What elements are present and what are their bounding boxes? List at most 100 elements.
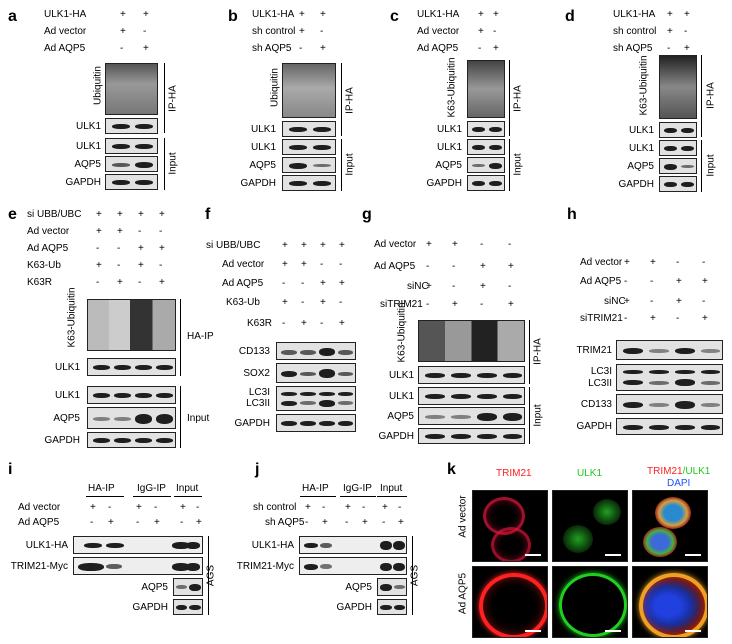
row-label: Ad vector <box>580 257 623 268</box>
sign: - <box>480 239 484 250</box>
row-label: Ad vector <box>27 226 70 237</box>
ip-label: HA-IP <box>187 331 214 342</box>
row-label: Ad vector <box>417 26 460 37</box>
sign: - <box>624 313 628 324</box>
row-label: K63-Ub <box>27 260 61 271</box>
sign: - <box>301 278 305 289</box>
input-label: Input <box>344 153 356 176</box>
sign: + <box>667 9 673 20</box>
sign: + <box>382 502 388 513</box>
blot-label: AQP5 <box>435 160 462 171</box>
blot-label: K63-Ubiquitin <box>638 55 650 116</box>
sign: - <box>426 299 430 310</box>
sign: + <box>478 9 484 20</box>
sign: + <box>493 9 499 20</box>
sign: - <box>493 26 497 37</box>
sign: + <box>120 9 126 20</box>
group-label: IgG-IP <box>343 483 372 494</box>
row-label: Ad AQP5 <box>580 276 622 287</box>
sign: + <box>702 276 708 287</box>
sign: - <box>345 517 349 528</box>
blot-label: ULK1 <box>250 124 276 135</box>
sign: + <box>305 502 311 513</box>
row-label: Ad AQP5 <box>222 278 264 289</box>
sign: + <box>650 313 656 324</box>
sign: - <box>305 517 309 528</box>
sign: + <box>339 318 345 329</box>
micrograph-vector-trim21 <box>472 490 548 562</box>
sign: - <box>650 296 654 307</box>
sign: - <box>478 43 482 54</box>
blot-sox2 <box>276 363 356 383</box>
blot-label: ULK1-HA <box>251 540 294 551</box>
panel-label-h: h <box>567 206 577 223</box>
sign: + <box>508 299 514 310</box>
row-label: ULK1-HA <box>252 9 295 20</box>
sign: - <box>180 517 184 528</box>
sign: + <box>120 26 126 37</box>
sign: - <box>117 243 121 254</box>
channel-label-ulk1: ULK1 <box>577 468 603 479</box>
channel-label-merge: TRIM21/ULK1 <box>647 466 710 477</box>
group-label: Input <box>380 483 403 494</box>
row-label: ULK1-HA <box>417 9 460 20</box>
sign: + <box>322 517 328 528</box>
sign: + <box>426 281 432 292</box>
row-label: ULK1-HA <box>613 9 656 20</box>
ip-label: IP-HA <box>167 85 179 112</box>
sign: + <box>154 517 160 528</box>
sign: + <box>159 243 165 254</box>
sign: - <box>650 276 654 287</box>
input-label: Input <box>705 154 717 177</box>
row-label: Ad AQP5 <box>417 43 459 54</box>
blot-label: Ubiquitin <box>269 68 281 107</box>
group-label: HA-IP <box>302 483 329 494</box>
blot-ulk1-input <box>467 139 505 155</box>
sign: - <box>624 276 628 287</box>
blot-ulk1-input <box>105 138 158 154</box>
sign: - <box>196 502 200 513</box>
blot-ubiquitin <box>282 63 336 118</box>
group-label: HA-IP <box>88 483 115 494</box>
sign: - <box>676 257 680 268</box>
blot-aqp5 <box>377 578 407 596</box>
cell-line-label: AGS <box>409 564 421 587</box>
blot-ulk1-ha <box>73 536 203 554</box>
row-label: Ad vector <box>222 259 265 270</box>
sign: - <box>339 259 343 270</box>
sign: - <box>508 281 512 292</box>
sign: + <box>684 43 690 54</box>
input-label: Input <box>512 153 524 176</box>
sign: + <box>480 281 486 292</box>
row-label: Ad vector <box>18 502 61 513</box>
blot-label: GAPDH <box>132 602 168 613</box>
row-label: siTRIM21 <box>380 299 423 310</box>
blot-label: AQP5 <box>141 582 168 593</box>
blot-aqp5 <box>418 407 525 425</box>
micrograph-vector-merge <box>632 490 708 562</box>
blot-gapdh <box>105 174 158 190</box>
blot-label: GAPDH <box>336 602 372 613</box>
row-label: Ad vector <box>44 26 87 37</box>
sign: + <box>362 517 368 528</box>
blot-aqp5 <box>105 156 158 172</box>
blot-gapdh <box>418 428 525 444</box>
sign: + <box>299 26 305 37</box>
blot-ulk1-ip <box>467 121 505 137</box>
micrograph-aqp5-merge <box>632 566 708 638</box>
sign: - <box>301 297 305 308</box>
input-label: Input <box>167 152 179 175</box>
row-label: K63R <box>27 277 53 288</box>
blot-label: TRIM21-Myc <box>10 561 68 572</box>
blot-ulk1-ip <box>87 358 176 376</box>
sign: - <box>676 313 680 324</box>
blot-label: GAPDH <box>618 179 654 190</box>
sign: - <box>120 43 124 54</box>
sign: + <box>320 278 326 289</box>
blot-lc3 <box>276 386 356 411</box>
sign: + <box>480 261 486 272</box>
blot-label: K63-Ubiquitin <box>396 302 408 363</box>
sign: + <box>320 297 326 308</box>
blot-label: AQP5 <box>387 411 414 422</box>
blot-cd133 <box>616 394 723 414</box>
